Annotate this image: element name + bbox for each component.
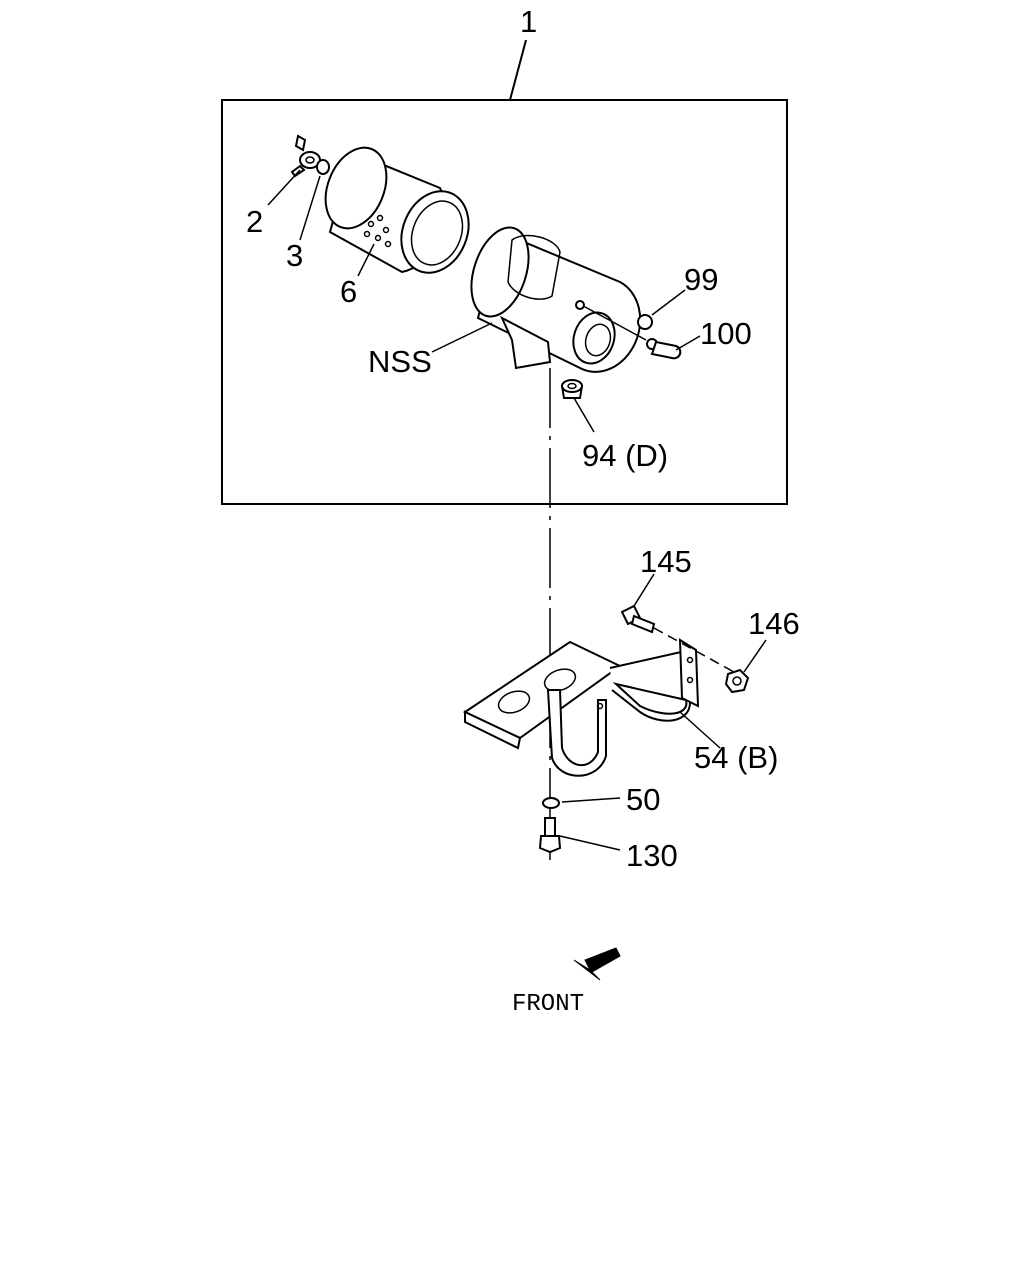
callout-assembly[interactable]: 1 <box>520 4 537 39</box>
leader-bolt-145 <box>633 573 655 607</box>
leader-bolt-130 <box>559 835 621 851</box>
callout-washer[interactable]: 3 <box>286 238 303 273</box>
leader-washer-50 <box>561 797 621 803</box>
nut-146-part[interactable] <box>724 668 750 694</box>
callout-bolt-130[interactable]: 130 <box>626 838 678 873</box>
leader-bracket <box>679 711 721 749</box>
callout-washer-50[interactable]: 50 <box>626 782 660 817</box>
callout-drain[interactable]: 94 (D) <box>582 438 668 473</box>
leader-cap <box>651 289 686 316</box>
leader-housing <box>431 322 493 353</box>
callout-wing-nut[interactable]: 2 <box>246 204 263 239</box>
leader-element <box>357 243 375 277</box>
leader-drain <box>573 397 595 433</box>
washer-50-part[interactable] <box>542 797 560 809</box>
bracket-part[interactable] <box>462 638 700 777</box>
clip-part[interactable] <box>646 338 682 360</box>
wing-nut-part[interactable] <box>290 134 321 178</box>
front-label: FRONT <box>512 991 584 1018</box>
callout-element[interactable]: 6 <box>340 274 357 309</box>
drain-valve-part[interactable] <box>560 379 584 399</box>
filter-element-part[interactable] <box>314 139 480 283</box>
callout-bolt-145[interactable]: 145 <box>640 544 692 579</box>
housing-part[interactable] <box>461 220 647 373</box>
leader-wing-nut <box>267 169 301 206</box>
cap-part[interactable] <box>637 314 653 330</box>
callout-bracket[interactable]: 54 (B) <box>694 740 778 775</box>
leader-clip <box>675 335 701 351</box>
leader-washer <box>299 175 321 241</box>
bolt-145-part[interactable] <box>620 604 656 634</box>
washer-part[interactable] <box>316 159 330 175</box>
leader-nut-146 <box>743 639 767 673</box>
assembly-frame <box>221 99 788 505</box>
callout-nut-146[interactable]: 146 <box>748 606 800 641</box>
callout-clip[interactable]: 100 <box>700 316 752 351</box>
bolt-130-part[interactable] <box>538 817 562 854</box>
leader-assembly <box>509 39 527 101</box>
callout-housing[interactable]: NSS <box>368 344 432 379</box>
front-arrow-icon <box>573 947 621 981</box>
callout-cap[interactable]: 99 <box>684 262 718 297</box>
